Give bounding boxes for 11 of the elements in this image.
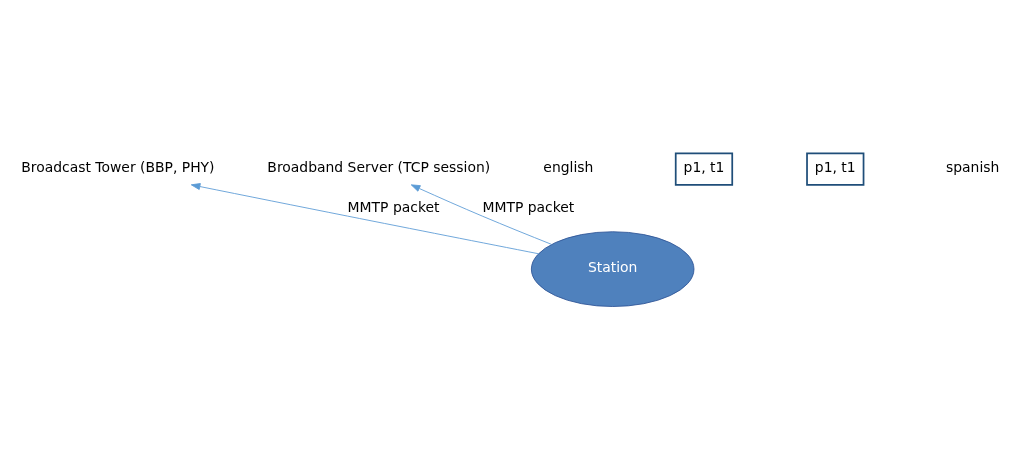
arrow [190,183,539,255]
node-text: Broadcast Tower (BBP, PHY) [21,159,215,176]
node-box: p1, t1 [806,152,865,186]
node-ellipse: Station [530,231,695,307]
label: spanish [946,159,1000,176]
node-box: p1, t1 [674,152,734,186]
edge-label: MMTP packet [347,198,440,215]
edge-label: MMTP packet [482,198,575,215]
arrow [410,184,552,245]
node-text: Broadband Server (TCP session) [267,159,491,176]
label: english [543,159,594,176]
